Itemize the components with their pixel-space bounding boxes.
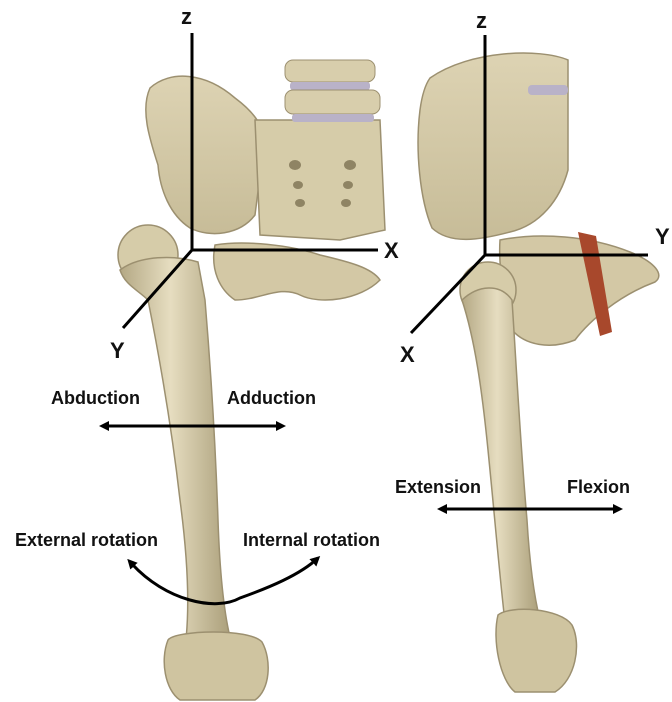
right-x-label: X [400, 342, 415, 367]
left-lumbar-spine [285, 60, 380, 122]
left-y-label: Y [110, 338, 125, 363]
left-z-label: z [181, 4, 192, 29]
right-ilium [418, 53, 568, 239]
left-pubis [214, 243, 380, 300]
external-rotation-label: External rotation [15, 530, 158, 550]
left-x-label: X [384, 238, 399, 263]
right-z-label: z [476, 8, 487, 33]
internal-rotation-label: Internal rotation [243, 530, 380, 550]
flexion-label: Flexion [567, 477, 630, 497]
right-skeleton-illustration [418, 53, 659, 692]
left-femur-condyles [164, 632, 268, 700]
right-femur-condyle [496, 609, 577, 692]
rotation-arrow [132, 558, 318, 604]
right-y-label: Y [655, 224, 670, 249]
right-disc [528, 85, 568, 95]
extension-label: Extension [395, 477, 481, 497]
abduction-label: Abduction [51, 388, 140, 408]
left-skeleton-illustration [118, 60, 385, 700]
left-femur [120, 257, 232, 648]
left-pelvis [146, 76, 264, 233]
right-ischium-pubis [500, 236, 659, 345]
adduction-label: Adduction [227, 388, 316, 408]
left-sacrum [255, 120, 385, 240]
